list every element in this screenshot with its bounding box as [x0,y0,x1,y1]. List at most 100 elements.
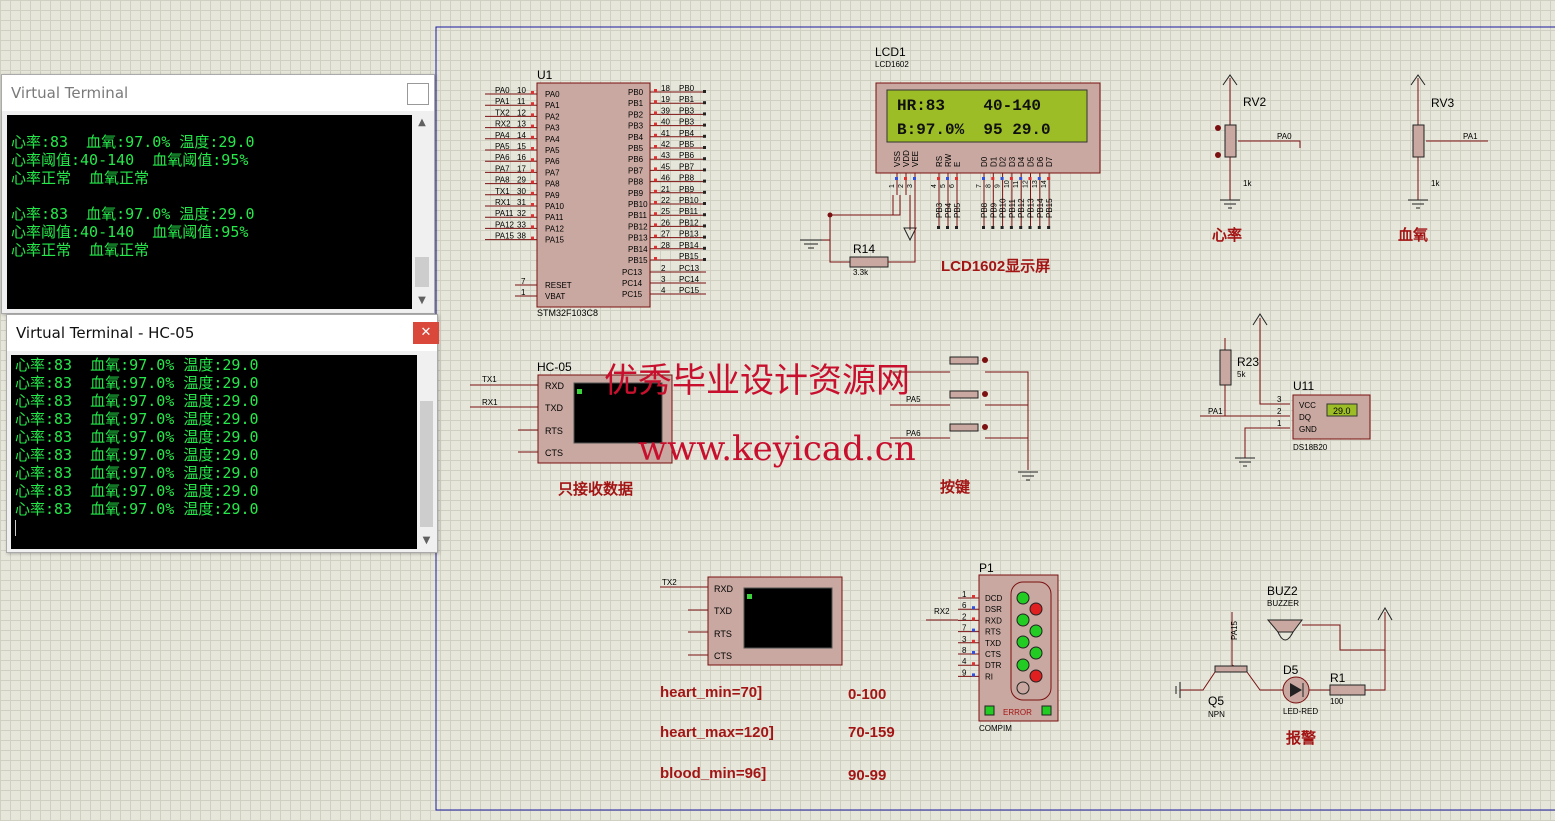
maximize-button[interactable] [407,83,429,105]
mcu-pin-num: 39 [661,106,670,115]
bluetooth-hc05[interactable]: HC-05 RXD TXD RTS CTS TX1 RX1 只接收数据 [470,360,673,498]
mcu-pin-net: PB12 [679,218,699,227]
compim-part: COMPIM [979,724,1012,733]
scroll-thumb[interactable] [415,257,429,287]
terminal-titlebar[interactable]: Virtual Terminal [2,75,434,111]
mcu-pin-name: PB10 [628,200,648,209]
mcu-pin-name: PC14 [622,279,643,288]
lcd-net-label: PB3 [935,202,944,218]
pin-marker [703,179,706,183]
terminal-line: 心率:83 血氧:97.0% 温度:29.0 [15,356,259,374]
pin-marker [703,168,706,172]
pin-marker [972,617,975,621]
terminal-line: 心率:83 血氧:97.0% 温度:29.0 [11,133,255,151]
vterm3-pin-rxd: RXD [714,584,734,594]
lcd-net-label: PB12 [1017,198,1026,218]
lcd-pin-name: D2 [999,156,1008,167]
terminal-hc05-titlebar[interactable]: Virtual Terminal - HC-05 ✕ [7,315,439,351]
mcu-pin-name: PB15 [628,256,648,265]
scroll-down-icon[interactable]: ▼ [422,535,431,546]
terminal-line: 心率正常 血氧正常 [11,169,150,187]
compim-pin-num: 4 [962,657,967,666]
mcu-pin-num: 2 [661,264,666,273]
ds18b20-pinnum-2: 2 [1277,407,1282,416]
mcu-pin-net: RX2 [495,120,511,129]
close-icon[interactable]: ✕ [413,322,439,344]
terminal-hc05-scrollbar[interactable]: ▼ [417,355,436,549]
lcd-lcd1[interactable]: LCD1 LCD1602 HR:83 40-140 B:97.0% 95 29.… [875,45,1101,275]
mcu-pin-num: 33 [517,220,526,229]
pin-marker [913,177,916,180]
potentiometer-rv3[interactable]: RV3 1k PA1 血氧 [1398,74,1488,244]
watermark-line1: 优秀毕业设计资源网 [604,361,910,401]
pin-marker [703,258,706,261]
mcu-pin-num: 27 [661,230,670,239]
scroll-up-icon[interactable]: ▲ [418,117,426,128]
lcd-pin-name: D5 [1027,156,1036,167]
note-heart-min-range: 0-100 [848,686,886,703]
mcu-pin-net: PB1 [679,95,695,104]
scroll-down-icon[interactable]: ▼ [418,295,426,306]
mcu-pin-net: PB10 [679,196,699,205]
buzzer-part: BUZZER [1267,599,1299,608]
ds18b20-reading: 29.0 [1333,406,1351,416]
pin-marker [654,156,657,160]
sensor-ds18b20[interactable]: 29.0 VCC DQ GND 3 2 1 U11 DS18B20 R23 5k… [1200,313,1371,467]
pin-marker [531,236,534,240]
potentiometer-rv2[interactable]: RV2 1k PA0 心率 [1212,74,1301,244]
mcu-pin-name: PB3 [628,122,644,131]
pin-marker [946,226,949,229]
pin-marker [703,190,706,194]
terminal-line: 心率:83 血氧:97.0% 温度:29.0 [15,428,259,446]
buttons-group[interactable]: PA5 PA6 按键 [890,356,1038,496]
pin-marker [1047,226,1051,229]
mcu-pin-net: PA11 [495,209,514,218]
mcu-pin-num: 13 [517,120,526,129]
terminal-line: 心率:83 血氧:97.0% 温度:29.0 [15,464,259,482]
vterm-schematic[interactable]: RXD TXD RTS CTS TX2 [660,576,843,666]
mcu-pin-net: PB14 [679,241,699,250]
mcu-pin-name: PC15 [622,290,643,299]
mcu-pin-num: 17 [517,164,526,173]
buttons-caption: 按键 [940,478,970,496]
terminal-line: 心率阈值:40-140 血氧阈值:95% [11,151,249,169]
pin-marker [937,177,940,180]
note-heart-min: heart_min=70] [660,684,762,701]
hc05-pin-rts: RTS [545,426,563,436]
text-cursor [15,520,16,536]
lcd-pin-name: E [953,162,962,167]
lcd-pin-num: 7 [976,184,983,188]
pin-marker [531,169,534,173]
vterm3-pin-cts: CTS [714,651,732,661]
mcu-pin-name: PB5 [628,144,644,153]
terminal-scrollbar[interactable]: ▲ ▼ [412,115,432,309]
alarm-circuit[interactable]: BUZ2 BUZZER PA15 D5 LED-RED R1 100 Q5 NP… [1175,584,1393,747]
compim-ref: P1 [979,561,994,575]
terminal-line: 心率正常 血氧正常 [11,241,150,259]
compim-pin-name: TXD [985,639,1001,648]
terminal-hc05-screen[interactable]: 心率:83 血氧:97.0% 温度:29.0 心率:83 血氧:97.0% 温度:… [11,355,417,549]
mcu-pin-num: 14 [517,131,526,140]
scroll-thumb[interactable] [420,401,433,527]
lcd-row1: HR:83 40-140 [897,97,1041,115]
pin-marker [946,177,949,180]
pin-marker [654,223,657,227]
rv3-value: 1k [1431,179,1440,188]
mcu-pin-net: PB4 [679,129,695,138]
compim-pin-num: 6 [962,601,967,610]
pin-marker [654,201,657,204]
pin-marker [654,133,657,137]
virtual-terminal-hc05-window[interactable]: Virtual Terminal - HC-05 ✕ 心率:83 血氧:97.0… [6,314,439,553]
pin-marker [531,102,534,106]
compim-pin-num: 8 [962,646,967,655]
mcu-pin-num: 43 [661,151,670,160]
pin-marker [531,91,534,94]
watermark: 优秀毕业设计资源网 www.keyicad.cn [604,361,916,469]
compim-error-label: ERROR [1003,708,1032,717]
pin-marker [937,226,940,229]
